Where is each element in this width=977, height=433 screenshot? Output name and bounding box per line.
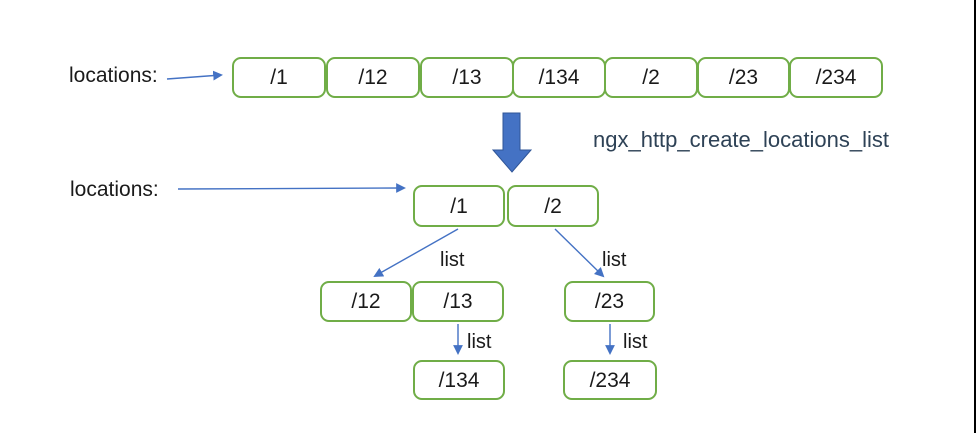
- array-cell-2: /2: [604, 57, 698, 98]
- array-cell-23: /23: [697, 57, 790, 98]
- edge-label-list-1: list: [440, 249, 465, 271]
- arrow-node2-to-node23: [554, 228, 605, 278]
- function-name-label: ngx_http_create_locations_list: [593, 127, 889, 152]
- array-cell-234: /234: [789, 57, 883, 98]
- tree-node-12: /12: [320, 281, 412, 322]
- array-cell-1: /1: [232, 57, 326, 98]
- array-cell-12: /12: [326, 57, 420, 98]
- thick-down-arrow-icon: [491, 112, 533, 173]
- edge-label-list-3: list: [467, 331, 492, 353]
- tree-node-23: /23: [564, 281, 655, 322]
- right-frame-line: [974, 0, 976, 433]
- tree-node-1: /1: [413, 185, 505, 227]
- array-cell-13: /13: [420, 57, 514, 98]
- tree-node-2: /2: [507, 185, 599, 227]
- tree-locations-label: locations:: [70, 178, 159, 201]
- arrow-locations-to-tree: [177, 183, 406, 193]
- edge-label-list-2: list: [602, 249, 627, 271]
- tree-node-134: /134: [413, 360, 505, 400]
- edge-label-list-4: list: [623, 331, 648, 353]
- tree-node-234: /234: [563, 360, 657, 400]
- tree-node-13: /13: [412, 281, 504, 322]
- top-locations-label: locations:: [69, 64, 158, 87]
- arrow-locations-to-array: [166, 70, 223, 81]
- array-cell-134: /134: [512, 57, 606, 98]
